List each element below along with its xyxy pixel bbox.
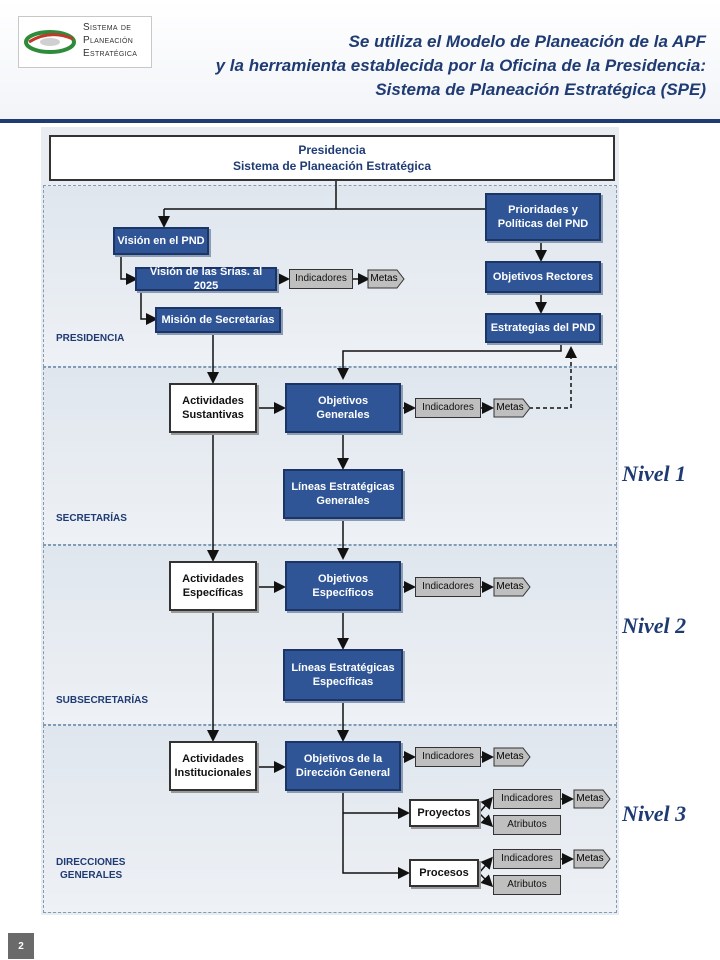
metas-subsecretarias-label: Metas bbox=[496, 581, 524, 592]
logo-text: Sistema de Planeación Estratégica bbox=[83, 22, 138, 59]
objetivos-generales-box: Objetivos Generales bbox=[285, 383, 401, 433]
objetivos-rectores-box: Objetivos Rectores bbox=[485, 261, 601, 293]
indicadores-subsecretarias-box: Indicadores bbox=[415, 577, 481, 597]
nivel-3-label: Nivel 3 bbox=[622, 801, 687, 826]
objetivos-especificos-box: Objetivos Específicos bbox=[285, 561, 401, 611]
proyectos-box: Proyectos bbox=[409, 799, 479, 827]
actividades-especificas-box: Actividades Específicas bbox=[169, 561, 257, 611]
spe-logo: Sistema de Planeación Estratégica bbox=[18, 16, 152, 68]
planning-diagram: PRESIDENCIA SECRETARÍAS SUBSECRETARÍAS D… bbox=[41, 127, 619, 915]
proyectos-metas-label: Metas bbox=[576, 793, 604, 804]
mision-secretarias-box: Misión de Secretarías bbox=[155, 307, 281, 333]
lineas-estrategicas-generales-box: Líneas Estratégicas Generales bbox=[283, 469, 403, 519]
metas-direcciones-shape bbox=[493, 747, 531, 767]
proyectos-metas-shape bbox=[573, 789, 611, 809]
band-label-direcciones: DIRECCIONES GENERALES bbox=[56, 857, 126, 881]
header-divider bbox=[0, 119, 720, 123]
vision-srias-box: Visión de las Srías. al 2025 bbox=[135, 266, 277, 292]
estrategias-pnd-box: Estrategias del PND bbox=[485, 313, 601, 343]
metas-subsecretarias-shape bbox=[493, 577, 531, 597]
metas-direcciones-label: Metas bbox=[496, 751, 524, 762]
actividades-sustantivas-box: Actividades Sustantivas bbox=[169, 383, 257, 433]
procesos-box: Procesos bbox=[409, 859, 479, 887]
indicadores-presidencia-box: Indicadores bbox=[289, 269, 353, 289]
procesos-atributos-box: Atributos bbox=[493, 875, 561, 895]
prioridades-politicas-box: Prioridades y Políticas del PND bbox=[485, 193, 601, 241]
swoosh-logo-icon bbox=[24, 30, 76, 54]
nivel-1-label: Nivel 1 bbox=[622, 461, 687, 486]
slide-title: Se utiliza el Modelo de Planeación de la… bbox=[215, 32, 706, 99]
band-label-subsecretarias: SUBSECRETARÍAS bbox=[56, 695, 149, 706]
proyectos-atributos-box: Atributos bbox=[493, 815, 561, 835]
procesos-indicadores-box: Indicadores bbox=[493, 849, 561, 869]
indicadores-direcciones-box: Indicadores bbox=[415, 747, 481, 767]
lineas-estrategicas-especificas-box: Líneas Estratégicas Específicas bbox=[283, 649, 403, 701]
vision-pnd-box: Visión en el PND bbox=[113, 227, 209, 255]
page-number: 2 bbox=[8, 933, 34, 959]
actividades-institucionales-box: Actividades Institucionales bbox=[169, 741, 257, 791]
procesos-metas-shape bbox=[573, 849, 611, 869]
presidencia-spe-box: Presidencia Sistema de Planeación Estrat… bbox=[49, 135, 615, 181]
metas-presidencia-shape bbox=[367, 269, 405, 289]
metas-presidencia-label: Metas bbox=[370, 273, 398, 284]
band-label-presidencia: PRESIDENCIA bbox=[56, 333, 125, 344]
metas-secretarias-shape bbox=[493, 398, 531, 418]
connector-lines bbox=[120, 181, 577, 888]
band-label-secretarias: SECRETARÍAS bbox=[56, 513, 127, 524]
objetivos-direccion-general-box: Objetivos de la Dirección General bbox=[285, 741, 401, 791]
metas-secretarias-label: Metas bbox=[496, 402, 524, 413]
procesos-metas-label: Metas bbox=[576, 853, 604, 864]
indicadores-secretarias-box: Indicadores bbox=[415, 398, 481, 418]
nivel-2-label: Nivel 2 bbox=[622, 613, 687, 638]
proyectos-indicadores-box: Indicadores bbox=[493, 789, 561, 809]
slide-header: Sistema de Planeación Estratégica Se uti… bbox=[0, 0, 720, 120]
